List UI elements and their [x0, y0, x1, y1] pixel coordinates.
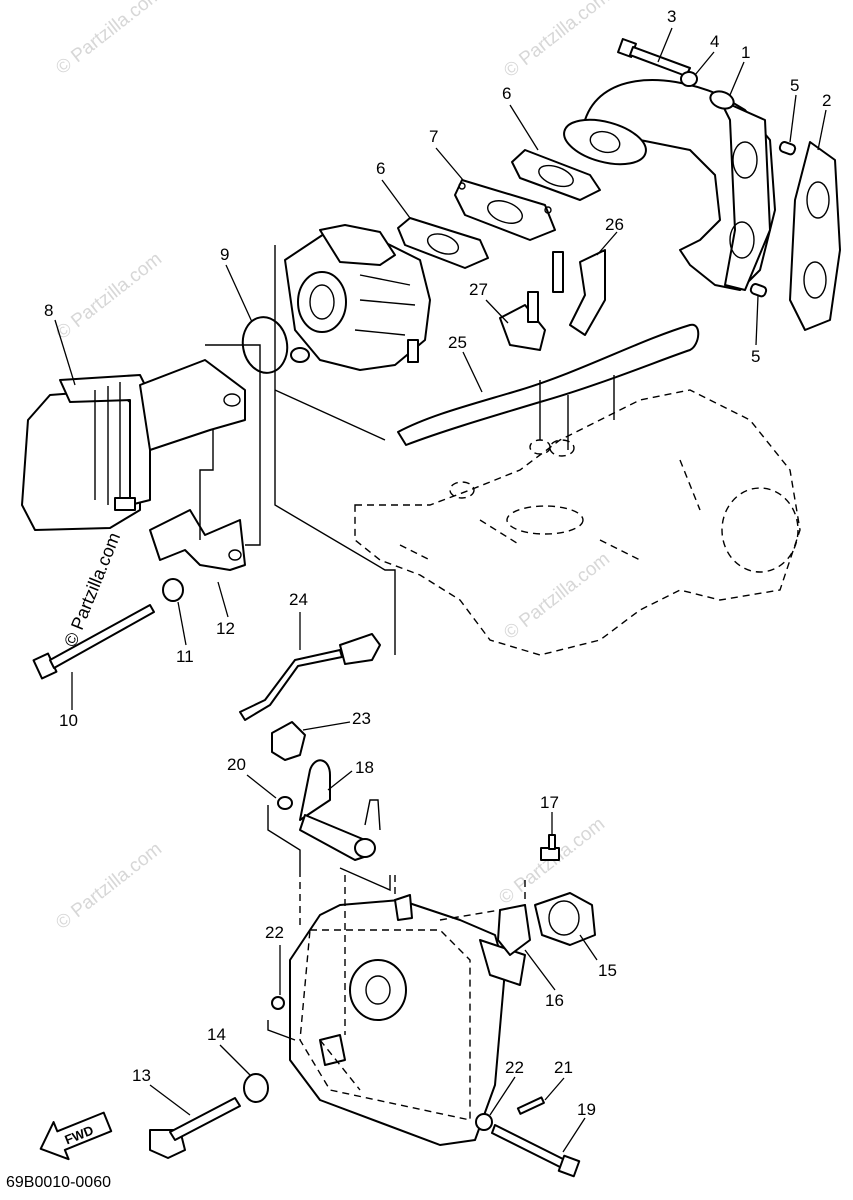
manifold-gasket — [789, 141, 841, 331]
washer-22a — [271, 996, 285, 1010]
callout-1: 1 — [741, 43, 750, 62]
link-rod — [239, 649, 343, 721]
choke-knob — [149, 1097, 241, 1159]
leader-lines — [54, 27, 827, 1153]
callout-10: 10 — [59, 711, 78, 730]
washer-22b — [475, 1113, 493, 1131]
joint-23 — [271, 721, 306, 761]
bolt-3 — [617, 38, 691, 77]
callout-11: 11 — [176, 647, 194, 666]
washer-4 — [680, 71, 698, 87]
watermark-5: © Partzilla.com — [52, 839, 166, 934]
grommet-14 — [243, 1073, 269, 1103]
watermark-4: © Partzilla.com — [500, 549, 614, 644]
silencer-housing — [289, 894, 526, 1146]
callout-5b: 5 — [751, 347, 760, 366]
bracket-26 — [552, 249, 606, 336]
watermark-2: © Partzilla.com — [500, 0, 614, 82]
fuel-hose — [397, 323, 700, 446]
callout-26: 26 — [605, 215, 624, 234]
callout-9: 9 — [220, 245, 229, 264]
dowel-pin-5b — [749, 283, 768, 298]
callout-24: 24 — [289, 590, 308, 609]
lever-shaft — [299, 759, 381, 861]
callout-3: 3 — [667, 7, 676, 26]
hose-clip-27 — [499, 291, 546, 351]
washer-20 — [277, 796, 293, 810]
intake-manifold — [563, 79, 776, 291]
callout-5a: 5 — [790, 76, 799, 95]
carburetor — [284, 224, 431, 371]
callout-12: 12 — [216, 619, 235, 638]
callout-17: 17 — [540, 793, 559, 812]
callout-16: 16 — [545, 991, 564, 1010]
pin-21 — [516, 1096, 545, 1115]
callout-15: 15 — [598, 961, 617, 980]
callout-22a: 22 — [265, 923, 284, 942]
callout-4: 4 — [710, 32, 719, 51]
watermark-1: © Partzilla.com — [52, 0, 166, 79]
callout-13: 13 — [132, 1066, 151, 1085]
gasket-6b — [397, 217, 489, 269]
bolt-17 — [540, 834, 560, 861]
callout-14: 14 — [207, 1025, 226, 1044]
thermostat — [534, 892, 596, 946]
bracket-12 — [149, 509, 246, 571]
callout-27: 27 — [469, 280, 488, 299]
rod-end — [339, 633, 381, 665]
callout-6b: 6 — [376, 159, 385, 178]
o-ring-9 — [241, 316, 289, 374]
callout-7: 7 — [429, 127, 438, 146]
gasket-6a — [511, 149, 601, 201]
grommet-11 — [162, 578, 184, 602]
reference-lines — [199, 245, 615, 1041]
engine-block-outline — [354, 389, 801, 656]
callout-20: 20 — [227, 755, 246, 774]
bolt-19 — [491, 1124, 581, 1178]
spacer-7 — [454, 179, 556, 241]
callout-6a: 6 — [502, 84, 511, 103]
alignment-lines — [299, 870, 526, 1091]
callout-21: 21 — [554, 1058, 573, 1077]
silencer — [21, 359, 246, 531]
callout-25: 25 — [448, 333, 467, 352]
dowel-pin-5a — [778, 141, 797, 156]
thermostat-gasket — [497, 904, 531, 956]
callout-labels: 3 4 1 5 2 6 7 6 26 9 27 8 25 5 24 12 11 … — [44, 7, 831, 1119]
callout-22b: 22 — [505, 1058, 524, 1077]
bolt-10 — [32, 604, 155, 680]
callout-23: 23 — [352, 709, 371, 728]
callout-18: 18 — [355, 758, 374, 777]
callout-2: 2 — [822, 91, 831, 110]
fwd-arrow: FWD — [39, 1111, 113, 1161]
callout-8: 8 — [44, 301, 53, 320]
diagram-code: 69B0010-0060 — [6, 1174, 111, 1191]
callout-19: 19 — [577, 1100, 596, 1119]
watermark-3: © Partzilla.com — [52, 249, 166, 344]
